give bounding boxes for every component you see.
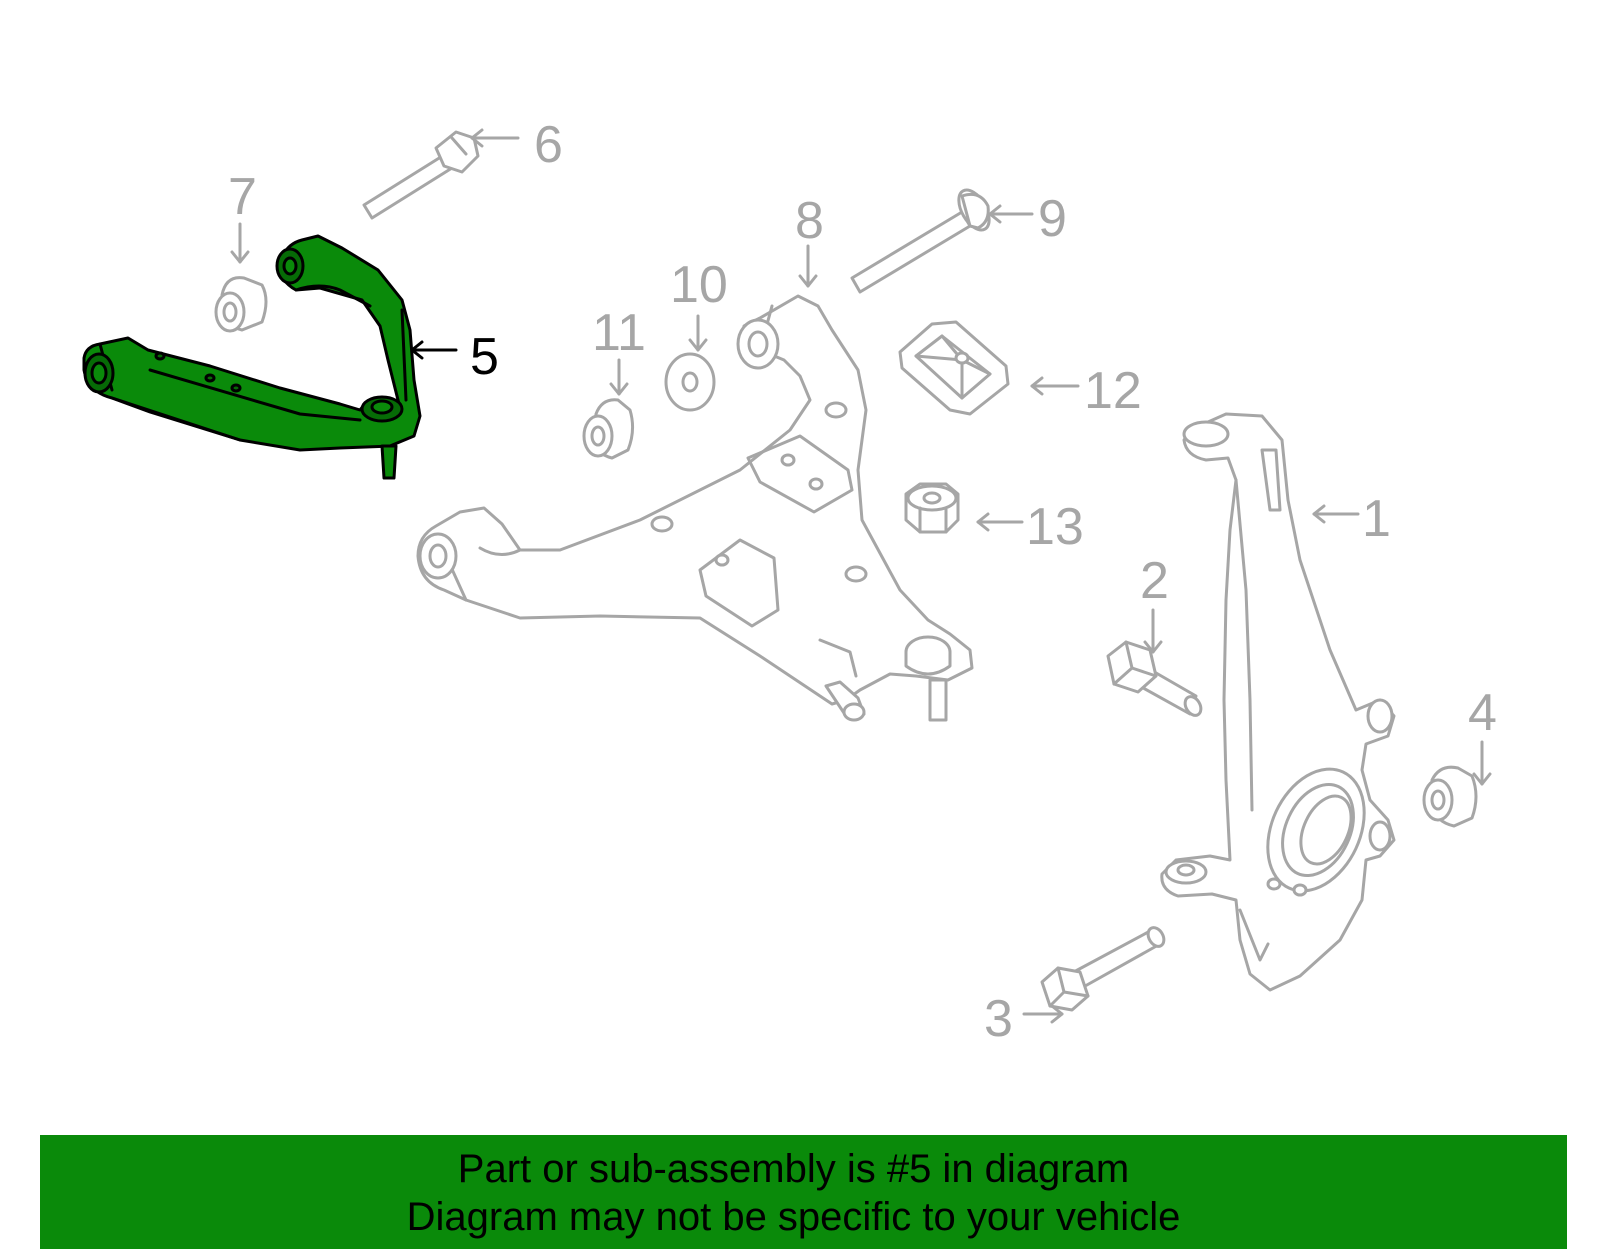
callout-13: 13 [1026,498,1084,556]
part-6-bolt[interactable] [362,130,480,220]
part-4-bushing[interactable] [1422,765,1478,828]
callout-arrows [230,128,1492,1024]
callout-2: 2 [1140,552,1169,610]
callout-10: 10 [670,256,728,314]
part-9-bolt[interactable] [850,185,995,294]
banner-line-1: Part or sub-assembly is #5 in diagram [457,1147,1130,1191]
part-8-lower-control-arm[interactable] [416,294,974,722]
callout-11: 11 [592,304,646,362]
callout-5: 5 [470,328,499,386]
callout-3: 3 [984,990,1013,1048]
callout-4: 4 [1468,684,1497,742]
part-7-bushing[interactable] [214,276,268,333]
banner-line-2: Diagram may not be specific to your vehi… [406,1195,1181,1239]
callout-12: 12 [1084,362,1142,420]
callout-9: 9 [1038,190,1067,248]
callout-1: 1 [1362,490,1391,548]
part-12-cover[interactable] [898,320,1010,416]
part-3-bolt[interactable] [1040,925,1167,1012]
info-banner: Part or sub-assembly is #5 in diagram Di… [40,1135,1567,1249]
callout-6: 6 [534,116,563,174]
part-1-steering-knuckle[interactable] [1160,412,1396,992]
part-13-nut[interactable] [904,482,960,534]
part-2-bolt[interactable] [1106,640,1204,718]
part-11-bushing[interactable] [582,398,635,460]
part-10-washer[interactable] [664,352,716,412]
callout-8: 8 [795,192,824,250]
callout-7: 7 [228,168,257,226]
part-5-upper-control-arm[interactable] [82,234,422,480]
